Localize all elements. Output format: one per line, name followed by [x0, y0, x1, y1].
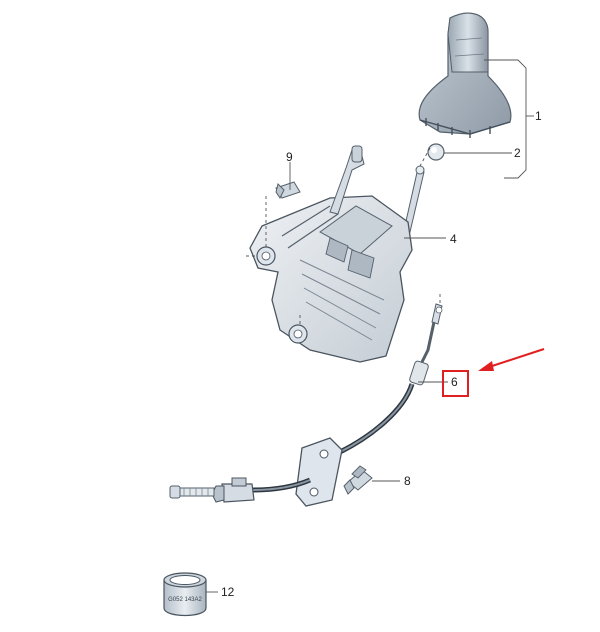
- callout-4: 4: [450, 232, 457, 246]
- callout-12: 12: [221, 585, 235, 599]
- callout-8: 8: [404, 474, 411, 488]
- shift-cable: [169, 303, 443, 507]
- bolt-8: [343, 465, 373, 495]
- callout-9: 9: [286, 150, 293, 164]
- callout-6: 6: [451, 375, 458, 389]
- part-stamp: G052 143A2: [168, 597, 202, 603]
- ball-socket: [427, 143, 445, 161]
- bolt-9: [275, 181, 301, 199]
- shift-mechanism-housing: [249, 145, 425, 363]
- highlight-box-part-6: [442, 370, 469, 397]
- red-arrow-icon: [478, 348, 545, 371]
- sleeve-12: G052 143A2: [163, 572, 207, 617]
- callout-2: 2: [514, 146, 521, 160]
- callout-1: 1: [535, 109, 542, 123]
- gear-knob-boot: [418, 12, 512, 138]
